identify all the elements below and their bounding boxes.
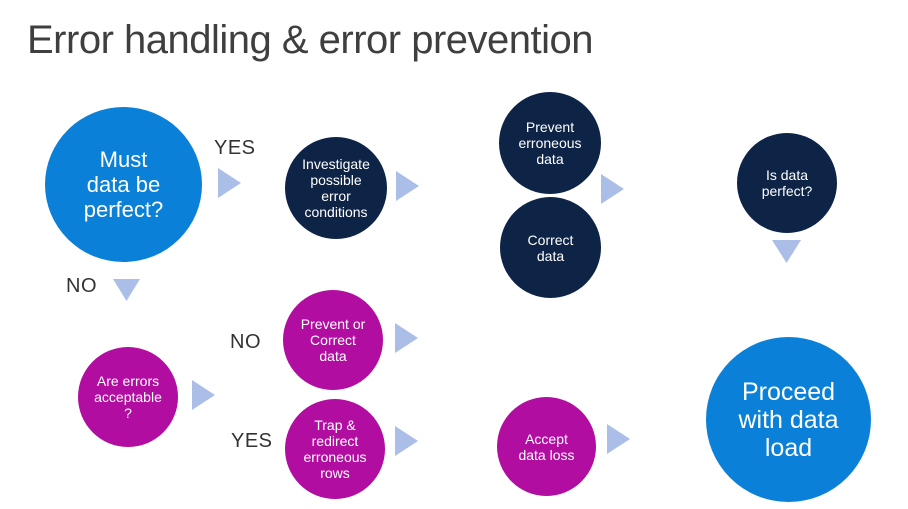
branch-label-yes-bottom: YES [231, 430, 273, 452]
node-trap-redirect-rows: Trap & redirect erroneous rows [285, 399, 385, 499]
node-proceed-with-data-load: Proceed with data load [706, 337, 871, 502]
arrow-must-to-investigate-icon [218, 168, 241, 198]
arrow-prevent-correct-to-check-icon [601, 174, 624, 204]
slide-title: Error handling & error prevention [27, 18, 594, 62]
node-investigate-error-conditions: Investigate possible error conditions [285, 137, 387, 239]
node-prevent-or-correct-data: Prevent or Correct data [283, 290, 383, 390]
arrow-investigate-to-prevent-icon [396, 171, 419, 201]
arrow-is-perfect-down-icon [772, 240, 801, 263]
arrow-trap-redirect-icon [395, 426, 418, 456]
branch-label-no-mid: NO [230, 331, 261, 353]
node-accept-data-loss: Accept data loss [497, 397, 596, 496]
node-correct-data: Correct data [500, 197, 601, 298]
node-are-errors-acceptable: Are errors acceptable ? [78, 347, 178, 447]
arrow-prevent-or-correct-icon [395, 323, 418, 353]
node-is-data-perfect: Is data perfect? [737, 133, 837, 233]
branch-label-no-left: NO [66, 275, 97, 297]
branch-label-yes-top: YES [214, 137, 256, 159]
arrow-are-errors-icon [192, 380, 215, 410]
node-prevent-erroneous-data: Prevent erroneous data [499, 92, 601, 194]
node-must-data-be-perfect: Must data be perfect? [45, 107, 202, 262]
arrow-accept-loss-icon [607, 424, 630, 454]
arrow-must-down-no-icon [113, 279, 140, 301]
